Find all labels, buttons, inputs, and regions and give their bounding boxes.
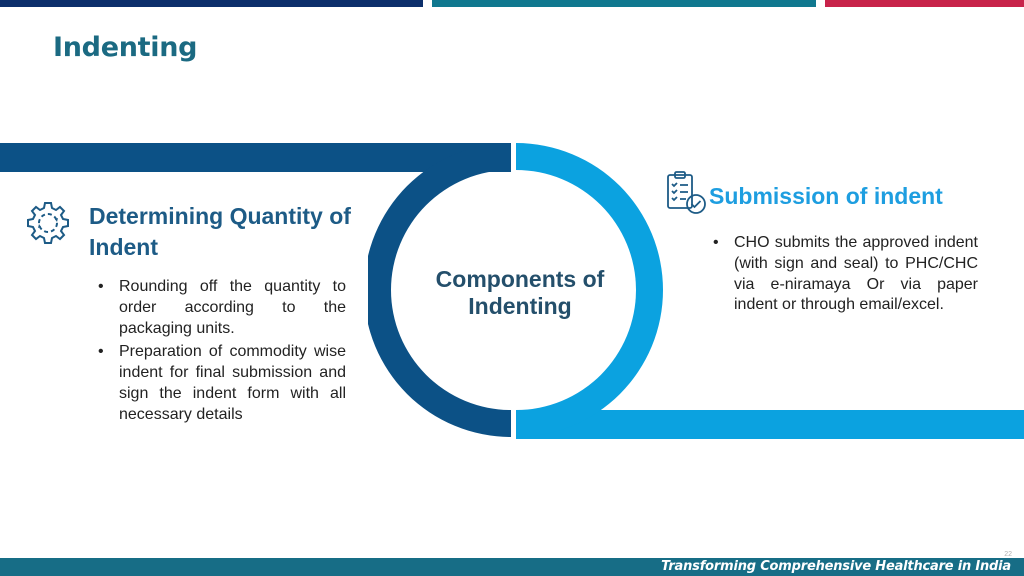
components-ring — [368, 143, 663, 437]
ring-left-half — [368, 143, 511, 437]
left-bullet-list: Rounding off the quantity to order accor… — [95, 277, 346, 429]
center-title: Components of Indenting — [435, 266, 605, 319]
footer-tagline: Transforming Comprehensive Healthcare in… — [661, 559, 1011, 574]
list-item: Rounding off the quantity to order accor… — [95, 277, 346, 339]
gear-cycle-icon — [27, 202, 69, 244]
left-dark-band — [0, 143, 511, 172]
page-number: 22 — [1004, 551, 1012, 558]
ring-right-half — [516, 143, 663, 437]
top-bar-red — [825, 0, 1024, 7]
clipboard-checklist-icon — [667, 171, 706, 214]
slide-title: Indenting — [53, 32, 198, 63]
list-item: CHO submits the approved indent (with si… — [710, 233, 978, 316]
list-item: Preparation of commodity wise indent for… — [95, 342, 346, 425]
right-bullet-list: CHO submits the approved indent (with si… — [710, 233, 978, 319]
left-heading: Determining Quantity of Indent — [89, 203, 351, 260]
top-bar-navy — [0, 0, 423, 7]
footer-bar: Transforming Comprehensive Healthcare in… — [0, 558, 1024, 576]
top-bar-teal — [432, 0, 816, 7]
right-heading: Submission of indent — [709, 183, 943, 209]
right-light-band — [516, 410, 1024, 439]
